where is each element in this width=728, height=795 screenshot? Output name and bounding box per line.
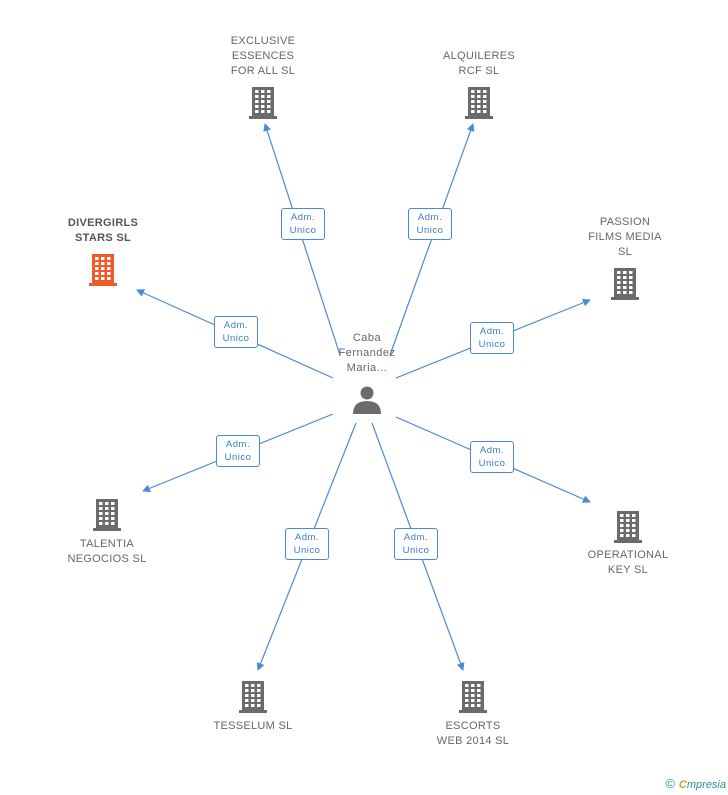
building-icon[interactable] [465,87,493,119]
edge-label-passion: Adm. Unico [470,322,514,354]
brand-initial: C [678,779,687,791]
building-icon[interactable] [249,87,277,119]
company-label-passion[interactable]: PASSION FILMS MEDIA SL [588,216,662,258]
company-label-exclusive[interactable]: EXCLUSIVE ESSENCES FOR ALL SL [230,35,296,77]
company-label-escorts[interactable]: ESCORTS WEB 2014 SL [436,720,510,747]
company-label-tesselum[interactable]: TESSELUM SL [213,720,293,732]
footer-brand: ©Cmpresia [665,776,726,791]
building-icon[interactable] [614,511,642,543]
edge-label-escorts: Adm. Unico [394,528,438,560]
building-icon[interactable] [89,254,117,286]
building-icon[interactable] [93,499,121,531]
building-icon[interactable] [459,681,487,713]
company-label-operational[interactable]: OPERATIONAL KEY SL [587,549,669,576]
edge-label-divergirls: Adm. Unico [214,316,258,348]
center-person-label[interactable]: Caba Fernandez Maria... [338,332,396,374]
edge-label-talentia: Adm. Unico [216,435,260,467]
company-label-alquileres[interactable]: ALQUILERES RCF SL [442,50,516,77]
brand-name: mpresia [686,779,726,791]
person-icon[interactable] [353,386,381,415]
building-icon[interactable] [611,268,639,300]
edge-label-operational: Adm. Unico [470,441,514,473]
company-label-talentia[interactable]: TALENTIA NEGOCIOS SL [67,538,147,565]
building-icon[interactable] [239,681,267,713]
company-label-divergirls[interactable]: DIVERGIRLS STARS SL [67,217,139,244]
edge-label-exclusive: Adm. Unico [281,208,325,240]
edge-label-tesselum: Adm. Unico [285,528,329,560]
copyright-icon: © [665,776,675,791]
edge-label-alquileres: Adm. Unico [408,208,452,240]
